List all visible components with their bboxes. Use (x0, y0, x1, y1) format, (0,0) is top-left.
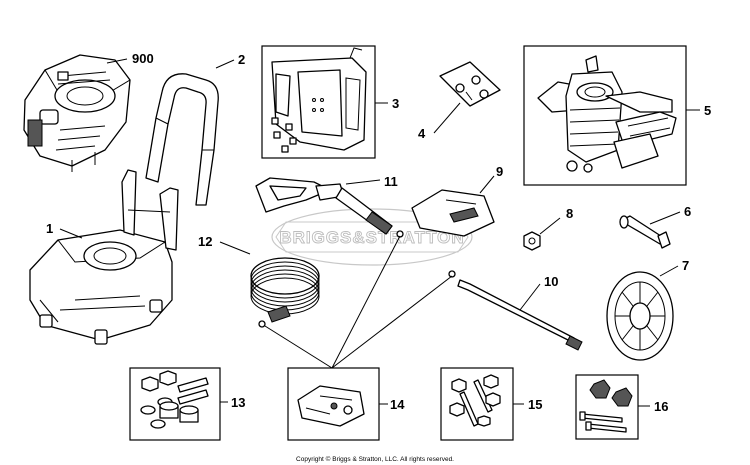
part-8-nut[interactable] (523, 231, 541, 251)
box-13 (129, 367, 221, 441)
part-6-axle[interactable] (619, 215, 671, 249)
callout-3[interactable]: 3 (392, 96, 399, 111)
watermark: BRIGGS&STRATTON (271, 208, 473, 266)
part-15-bolt-kit[interactable] (440, 367, 514, 441)
box-5 (523, 45, 687, 186)
callout-9[interactable]: 9 (496, 164, 503, 179)
part-900-engine[interactable] (23, 54, 131, 172)
leader-10 (519, 283, 541, 311)
callout-5[interactable]: 5 (704, 103, 711, 118)
part-2-handle[interactable] (145, 73, 219, 206)
leader-4 (433, 102, 461, 134)
leader-6 (649, 211, 681, 225)
part-12-hose[interactable] (250, 257, 320, 328)
leader-12 (219, 241, 251, 255)
part-5-pump[interactable] (523, 45, 687, 186)
callout-14[interactable]: 14 (390, 397, 405, 412)
part-16-knob-kit[interactable] (575, 374, 639, 440)
part-10-lance[interactable] (448, 270, 583, 351)
leader-7 (659, 265, 679, 277)
leader-2 (215, 59, 235, 69)
part-7-wheel[interactable] (606, 271, 674, 361)
callout-11[interactable]: 11 (384, 174, 398, 189)
leader-900 (106, 58, 128, 64)
callout-2[interactable]: 2 (238, 52, 245, 67)
leaders-to-kit-14 (264, 235, 453, 369)
callout-6[interactable]: 6 (684, 204, 691, 219)
leader-8 (539, 217, 561, 235)
callout-15[interactable]: 15 (528, 397, 542, 412)
box-3 (261, 45, 376, 159)
part-9-nozzle-card[interactable] (411, 189, 495, 237)
copyright-text: Copyright © Briggs & Stratton, LLC. All … (296, 455, 454, 463)
part-13-hardware-kit[interactable] (129, 367, 221, 441)
callout-8[interactable]: 8 (566, 206, 573, 221)
part-11-spray-gun[interactable] (255, 177, 404, 238)
leader-1 (59, 228, 83, 239)
callout-900[interactable]: 900 (132, 51, 154, 66)
box-16 (575, 374, 639, 440)
callout-1[interactable]: 1 (46, 221, 53, 236)
leader-11 (345, 179, 381, 185)
callout-12[interactable]: 12 (198, 234, 212, 249)
part-4-fastener-bag[interactable] (439, 61, 501, 107)
box-15 (440, 367, 514, 441)
watermark-text: BRIGGS&STRATTON (279, 228, 464, 247)
panel-screws (271, 117, 297, 153)
callout-10[interactable]: 10 (544, 274, 558, 289)
callout-4[interactable]: 4 (418, 126, 426, 141)
leader-9 (479, 175, 495, 194)
callout-7[interactable]: 7 (682, 258, 689, 273)
part-1-frame[interactable] (29, 169, 179, 345)
part-14-clip-kit[interactable] (287, 367, 380, 441)
part-3-panel-kit[interactable] (261, 45, 376, 159)
callout-16[interactable]: 16 (654, 399, 668, 414)
callout-13[interactable]: 13 (231, 395, 245, 410)
